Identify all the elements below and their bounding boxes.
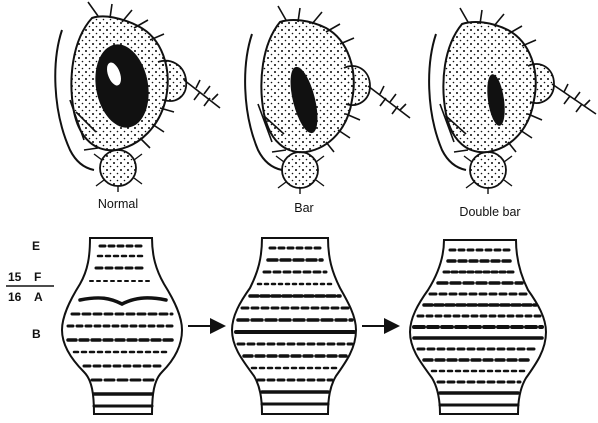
fly-head-normal <box>55 2 220 192</box>
band-labels: E 15 F 16 A B <box>6 239 54 341</box>
caption-double-bar: Double bar <box>459 205 520 219</box>
fly-head-bar <box>245 6 410 194</box>
chromosome-bar <box>232 238 356 414</box>
band-label-16: 16 <box>8 290 22 304</box>
chromosome-double-bar <box>410 240 546 414</box>
band-label-a: A <box>34 290 43 304</box>
fly-head-double-bar <box>429 8 596 194</box>
band-label-f: F <box>34 270 41 284</box>
band-label-e: E <box>32 239 40 253</box>
chromosome-normal <box>62 238 182 414</box>
band-label-b: B <box>32 327 41 341</box>
caption-bar: Bar <box>294 201 313 215</box>
caption-normal: Normal <box>98 197 138 211</box>
band-label-15: 15 <box>8 270 22 284</box>
